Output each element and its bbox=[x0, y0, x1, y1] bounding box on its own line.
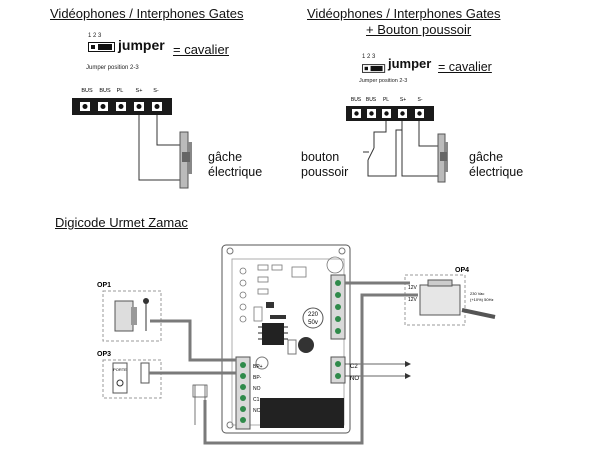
right-wire-button-return bbox=[367, 129, 402, 177]
right-wiring-diagram: BUS BUS PL S+ S- bbox=[346, 97, 448, 183]
psu-12v-a: 12V bbox=[408, 285, 418, 291]
right-push-button-icon bbox=[363, 147, 375, 168]
right-strike-label-1: gâche bbox=[469, 150, 504, 164]
capacitor bbox=[302, 307, 324, 329]
op4-box bbox=[404, 274, 466, 326]
right-wire-s-minus bbox=[418, 121, 440, 147]
psu-spec-1: 230 Vac bbox=[470, 291, 484, 296]
left-strike-label-2: électrique bbox=[208, 165, 263, 179]
left-wire-s-minus bbox=[156, 115, 182, 146]
cable-loop bbox=[203, 293, 418, 445]
output-terminal-block bbox=[330, 356, 346, 384]
right-wire-pl bbox=[373, 121, 387, 148]
left-terminal-label: S- bbox=[153, 88, 159, 94]
right-terminal-label: BUS bbox=[366, 97, 377, 103]
right-wire-s-plus bbox=[401, 121, 440, 177]
right-terminal-label: BUS bbox=[351, 97, 362, 103]
op3-box bbox=[102, 359, 162, 399]
right-electric-strike-icon bbox=[437, 133, 448, 183]
label-c1: C1 bbox=[253, 397, 260, 403]
left-jumper-position: Jumper position 2-3 bbox=[86, 65, 139, 71]
op1-label: OP1 bbox=[97, 282, 111, 289]
right-title-line2: + Bouton poussoir bbox=[366, 22, 472, 37]
label-nc: NC bbox=[253, 408, 261, 414]
right-jumper-icon: 1 2 3 bbox=[362, 54, 386, 79]
left-jumper-word: jumper bbox=[118, 37, 165, 53]
psu-spec-2: (+10%) 50Hz bbox=[470, 297, 493, 302]
right-terminal-label: S- bbox=[418, 97, 423, 103]
label-ps-no: NO bbox=[253, 386, 261, 392]
left-terminal-label: S+ bbox=[136, 88, 143, 94]
label-c2: C2 bbox=[350, 364, 358, 370]
op1-box bbox=[102, 290, 162, 342]
right-button-label-2: poussoir bbox=[301, 165, 349, 179]
psu-icon bbox=[419, 284, 461, 316]
left-terminal-label: BUS bbox=[81, 88, 93, 94]
label-bp-plus: BP+ bbox=[253, 364, 263, 370]
bottom-title: Digicode Urmet Zamac bbox=[55, 215, 188, 230]
left-title: Vidéophones / Interphones Gates bbox=[50, 6, 244, 21]
digicode-wiring-diagram: 220 50v C2 NO BP+ BP- NO C1 NC OP1 OP3 P… bbox=[97, 244, 496, 445]
rating-50v: 50v bbox=[308, 320, 318, 326]
left-jumper-pins: 1 2 3 bbox=[88, 33, 102, 39]
cable-mains bbox=[461, 308, 496, 319]
right-jumper-pins: 1 2 3 bbox=[362, 54, 376, 60]
left-wire-s-plus bbox=[138, 115, 182, 181]
right-button-label-1: bouton bbox=[301, 150, 340, 164]
left-wiring-diagram: BUS BUS PL S+ S- bbox=[72, 88, 192, 189]
label-bp-minus: BP- bbox=[253, 375, 262, 381]
cable-op1 bbox=[150, 319, 236, 362]
rating-220: 220 bbox=[308, 312, 319, 318]
left-equals-cavalier: = cavalier bbox=[173, 42, 229, 57]
jumper-block-icon bbox=[88, 42, 115, 52]
label-no: NO bbox=[350, 376, 359, 382]
left-strike-label-1: gâche bbox=[208, 150, 243, 164]
buzzer bbox=[298, 337, 314, 353]
left-terminal-label: BUS bbox=[99, 88, 111, 94]
right-jumper-word: jumper bbox=[388, 56, 432, 71]
left-electric-strike-icon bbox=[179, 131, 192, 189]
right-terminal-label: PL bbox=[383, 97, 389, 103]
right-strike-label-2: électrique bbox=[469, 165, 524, 179]
left-jumper-icon: 1 2 3 bbox=[88, 33, 116, 58]
op3-label: OP3 bbox=[97, 351, 111, 358]
op4-label: OP4 bbox=[455, 267, 469, 274]
relay bbox=[260, 398, 344, 428]
left-terminal-label: PL bbox=[117, 88, 124, 94]
right-equals-cavalier: = cavalier bbox=[438, 60, 492, 74]
right-jumper-position: Jumper position 2-3 bbox=[359, 78, 408, 84]
microcontroller-chip bbox=[262, 323, 284, 345]
right-terminal-label: S+ bbox=[400, 97, 406, 103]
jumper-block-icon bbox=[362, 64, 386, 73]
right-title-line1: Vidéophones / Interphones Gates bbox=[307, 6, 501, 21]
porte-label: PORTE bbox=[113, 367, 127, 372]
io-terminal-block bbox=[235, 356, 251, 430]
psu-12v-b: 12V bbox=[408, 297, 418, 303]
